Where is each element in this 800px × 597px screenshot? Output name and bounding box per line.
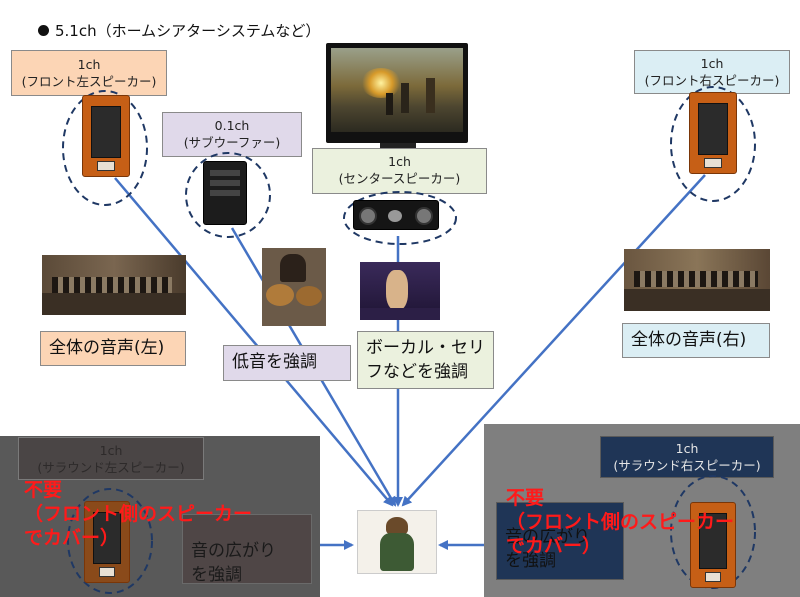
orchestra-photo-right bbox=[624, 249, 770, 311]
unneeded-note-left: 不要 （フロント側のスピーカー でカバー） bbox=[24, 479, 253, 549]
front-left-dashed-circle bbox=[62, 90, 148, 206]
surround-right-label: 1ch (サラウンド右スピーカー) bbox=[600, 436, 774, 478]
subwoofer-speaker bbox=[203, 161, 247, 225]
front-right-label: 1ch (フロント右スピーカー) bbox=[634, 50, 790, 94]
bullet-icon bbox=[38, 25, 49, 36]
subwoofer-description: 低音を強調 bbox=[223, 345, 351, 381]
surround-right-dashed-circle bbox=[670, 475, 756, 589]
front-left-label: 1ch (フロント左スピーカー) bbox=[11, 50, 167, 96]
tv-screen bbox=[326, 43, 468, 143]
surround-left-description: 音の広がり を強調 bbox=[182, 514, 312, 585]
surround-right-overlay: 1ch (サラウンド右スピーカー) 音の広がり を強調 bbox=[484, 424, 800, 597]
front-left-speaker bbox=[82, 95, 130, 177]
subwoofer-dashed-circle bbox=[185, 152, 271, 238]
title: 5.1ch（ホームシアターシステムなど） bbox=[38, 20, 320, 42]
front-right-speaker bbox=[689, 92, 737, 174]
vocalist-photo bbox=[360, 262, 440, 320]
surround-left-label: 1ch (サラウンド左スピーカー) bbox=[18, 437, 204, 480]
center-dashed-circle bbox=[343, 191, 457, 245]
surround-left-speaker bbox=[84, 501, 130, 583]
surround-right-description: 音の広がり を強調 bbox=[496, 502, 624, 580]
subwoofer-label: 0.1ch (サブウーファー) bbox=[162, 112, 302, 157]
surround-right-speaker bbox=[690, 502, 736, 588]
unneeded-note-right: 不要 （フロント側のスピーカー でカバー） bbox=[506, 487, 735, 557]
timpani-photo bbox=[262, 248, 326, 326]
center-speaker bbox=[353, 200, 439, 230]
center-label: 1ch (センタースピーカー) bbox=[312, 148, 487, 194]
orchestra-photo-left bbox=[42, 255, 186, 315]
front-right-description: 全体の音声(右) bbox=[622, 323, 770, 358]
front-left-description: 全体の音声(左) bbox=[40, 331, 186, 366]
center-description: ボーカル・セリ フなどを強調 bbox=[357, 331, 494, 389]
listener-character bbox=[357, 510, 437, 574]
surround-left-overlay: 1ch (サラウンド左スピーカー) 音の広がり を強調 bbox=[0, 436, 320, 597]
surround-left-dashed-circle bbox=[67, 488, 153, 594]
arrow-front-left bbox=[114, 177, 394, 507]
arrow-front-right bbox=[401, 174, 706, 507]
tv-stand bbox=[380, 143, 416, 149]
front-right-dashed-circle bbox=[670, 86, 756, 202]
